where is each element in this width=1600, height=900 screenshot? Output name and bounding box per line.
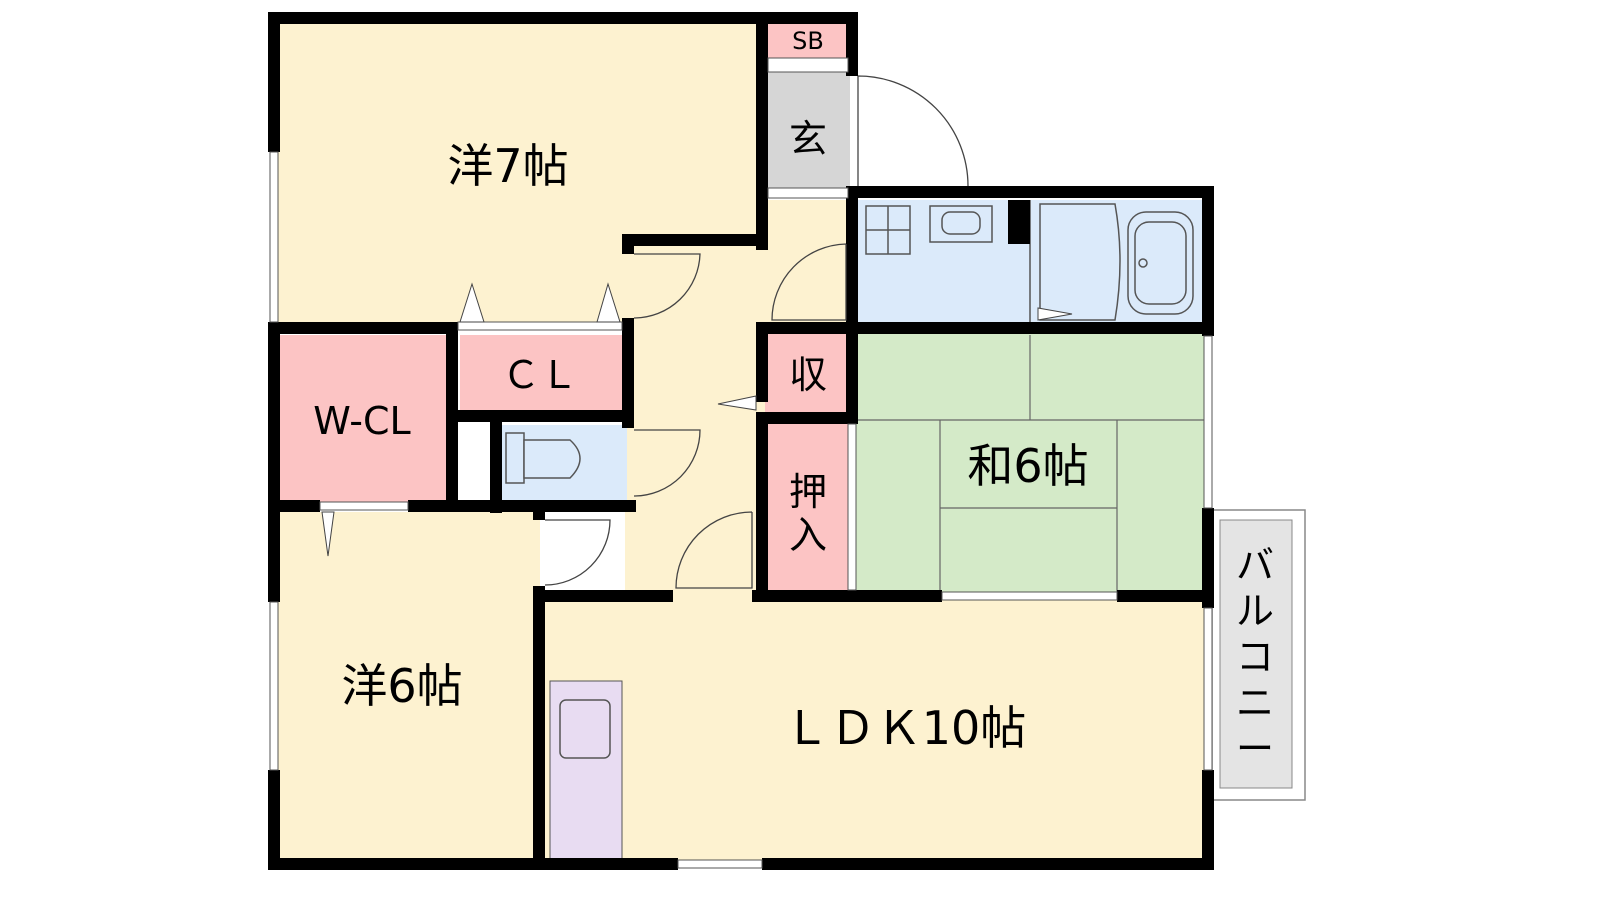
label-balcony-4: ニ [1236,681,1274,725]
oshiire-room [765,422,850,594]
entrance-step [767,187,849,199]
wcl-door [319,501,409,511]
label-oshiire-top: 押 [789,470,827,514]
oshiire-door [847,423,857,591]
door-swings [544,75,969,589]
balcony-area [1219,519,1293,789]
label-balcony-3: コ [1236,635,1274,679]
window-japanese-right [1203,335,1213,509]
closet-room [460,335,626,413]
bathtub-icon [1039,203,1121,321]
window-west-7 [269,151,279,323]
tatami-lines [855,335,1205,595]
label-ldk: ＬＤＫ10帖 [784,701,1027,755]
door-wash [771,243,847,321]
label-entrance: 玄 [789,117,827,161]
label-storage: 収 [789,353,827,397]
door-west7 [633,253,701,319]
sb-line [767,57,849,73]
ldk-room [545,600,1205,862]
label-japanese-6: 和6帖 [967,439,1088,493]
label-balcony-1: バ [1236,543,1274,587]
window-west-6 [269,601,279,771]
window-ldk-right [1203,607,1213,771]
label-oshiire-bottom: 入 [789,513,827,557]
triangle-markers [321,282,1073,557]
bath-fixtures [505,200,1194,484]
closet-door-w7 [457,321,623,331]
label-closet: ＣＬ [502,353,578,397]
door-ldk [675,511,753,589]
walk-in-closet-room [280,335,446,505]
entrance-area [768,72,850,197]
label-western-6: 洋6帖 [341,659,462,713]
windows [269,57,1213,869]
door-west6 [544,519,611,586]
western-7-room [275,18,765,330]
label-balcony-2: ル [1236,589,1274,633]
storage-room [765,333,850,413]
label-balcony-5: ー [1236,727,1274,771]
label-shoe-box: SB [792,27,824,55]
label-western-7: 洋7帖 [447,139,568,193]
door-toilet [633,429,701,497]
shoe-box [768,22,850,58]
labels: 洋7帖 洋6帖 ＬＤＫ10帖 和6帖 W-CL ＣＬ 収 押 入 SB 玄 バ … [313,27,1274,771]
window-ldk-bottom [677,859,763,869]
sink-icon [559,699,611,759]
window-japanese-bottom [941,591,1118,601]
entrance-door [857,75,969,187]
label-walk-in-closet: W-CL [313,399,410,443]
walls [268,12,1214,870]
toilet-icon [505,432,525,484]
western-6-room [275,512,540,864]
